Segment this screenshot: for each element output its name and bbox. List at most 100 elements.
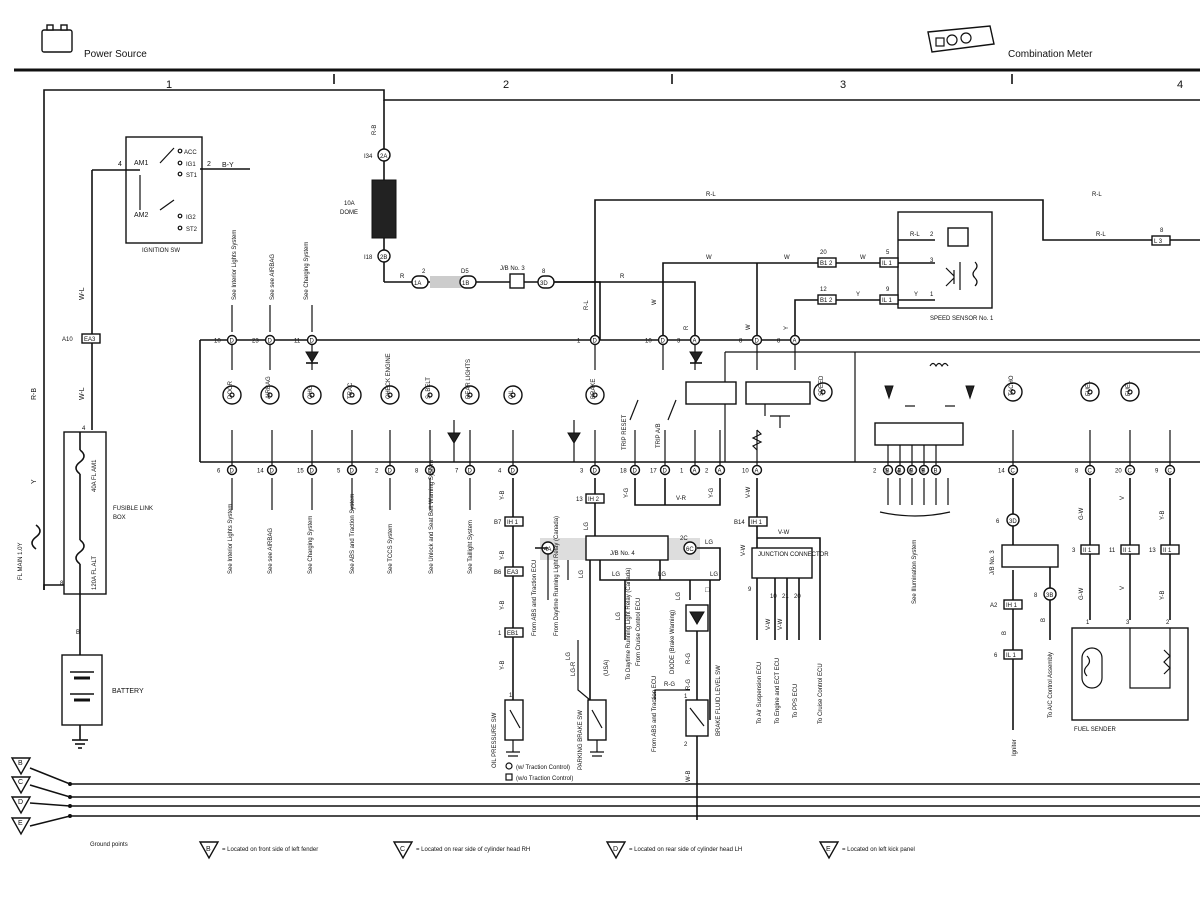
svg-text:8: 8 xyxy=(415,469,419,475)
svg-text:10: 10 xyxy=(645,339,652,345)
svg-text:W: W xyxy=(652,299,658,305)
svg-text:A: A xyxy=(793,339,797,345)
svg-text:IL 1: IL 1 xyxy=(882,261,892,267)
svg-text:= Located on rear side of cyli: = Located on rear side of cylinder head … xyxy=(416,847,530,853)
svg-text:C: C xyxy=(400,846,405,853)
svg-text:12: 12 xyxy=(820,287,827,293)
trip-reset-switch xyxy=(629,399,639,421)
svg-text:8: 8 xyxy=(739,339,743,345)
svg-text:B: B xyxy=(898,469,902,475)
svg-text:LG: LG xyxy=(710,572,718,578)
gauge-s-belt: S. BELT xyxy=(420,377,440,405)
svg-text:8: 8 xyxy=(1075,469,1079,475)
speed-sensor-label: SPEED SENSOR No. 1 xyxy=(930,316,994,322)
svg-text:R-L: R-L xyxy=(1096,232,1106,238)
svg-text:A: A xyxy=(718,469,722,475)
ground-points-label: Ground points xyxy=(90,842,128,848)
svg-text:Y: Y xyxy=(856,292,860,298)
svg-text:R-L: R-L xyxy=(1092,192,1102,198)
svg-text:40A FL AM1: 40A FL AM1 xyxy=(92,459,98,492)
svg-text:3D: 3D xyxy=(540,281,548,287)
svg-text:B1 2: B1 2 xyxy=(820,298,833,304)
meter-top-pin: D23 xyxy=(252,334,276,370)
svg-text:R-L: R-L xyxy=(910,232,920,238)
svg-text:J/B No. 3: J/B No. 3 xyxy=(500,266,525,272)
svg-text:V-R: V-R xyxy=(676,496,687,502)
svg-text:D: D xyxy=(468,469,473,475)
svg-text:ACC: ACC xyxy=(184,150,197,156)
svg-text:OIL PRESSURE SW: OIL PRESSURE SW xyxy=(492,712,498,768)
svg-text:10A: 10A xyxy=(344,201,355,207)
svg-text:W: W xyxy=(706,255,712,261)
svg-text:11: 11 xyxy=(294,339,301,345)
svg-text:DOME: DOME xyxy=(340,210,358,216)
svg-text:IH 1: IH 1 xyxy=(1006,603,1018,609)
svg-text:BRAKE FLUID LEVEL SW: BRAKE FLUID LEVEL SW xyxy=(716,665,722,736)
svg-text:From ABS and Traction ECU: From ABS and Traction ECU xyxy=(652,676,658,752)
svg-text:A10: A10 xyxy=(62,337,73,343)
svg-text:7: 7 xyxy=(455,469,459,475)
svg-text:See TCCS System: See TCCS System xyxy=(388,524,394,574)
svg-text:21: 21 xyxy=(782,594,789,600)
svg-text:Y-B: Y-B xyxy=(500,491,506,500)
battery xyxy=(61,654,103,749)
svg-text:11: 11 xyxy=(1109,548,1116,554)
svg-text:= Located on left kick panel: = Located on left kick panel xyxy=(842,847,915,853)
svg-text:13: 13 xyxy=(576,497,583,503)
svg-text:II 1: II 1 xyxy=(1123,548,1132,554)
trip-ab-switch xyxy=(667,399,677,421)
svg-text:Y-B: Y-B xyxy=(500,551,506,560)
svg-text:FUSIBLE LINK: FUSIBLE LINK xyxy=(113,506,153,512)
svg-text:R: R xyxy=(684,325,690,330)
tacho-ic xyxy=(874,422,964,446)
svg-text:B: B xyxy=(910,469,914,475)
ground-point-d: D xyxy=(10,796,72,815)
svg-text:10: 10 xyxy=(770,594,777,600)
svg-text:18: 18 xyxy=(620,469,627,475)
svg-text:TRIP A/B: TRIP A/B xyxy=(656,423,662,448)
lower-section: Y-B IH 1 B7 Y-B EA3 B6 Y-B EB1 1 Y-B 1 O… xyxy=(492,478,1189,820)
svg-text:IG2: IG2 xyxy=(186,215,196,221)
svg-text:9: 9 xyxy=(886,287,890,293)
meter-bottom-pin: B9 xyxy=(921,430,942,476)
svg-text:3: 3 xyxy=(677,339,681,345)
gauge-check-engine: CHECK ENGINE xyxy=(380,353,400,405)
svg-text:20: 20 xyxy=(1115,469,1122,475)
jb4 xyxy=(585,535,669,561)
svg-text:14: 14 xyxy=(257,469,264,475)
svg-text:4: 4 xyxy=(498,469,502,475)
bottom-refs: See Interior Lights System See see AIRBA… xyxy=(228,460,951,604)
svg-text:1: 1 xyxy=(577,339,581,345)
svg-text:See Illumination System: See Illumination System xyxy=(912,540,918,604)
svg-text:A: A xyxy=(755,469,759,475)
svg-text:6C: 6C xyxy=(686,547,694,553)
svg-text:A: A xyxy=(693,469,697,475)
svg-text:Y-B: Y-B xyxy=(500,661,506,670)
svg-text:6: 6 xyxy=(217,469,221,475)
svg-text:V-W: V-W xyxy=(778,618,784,630)
svg-text:LG: LG xyxy=(616,612,622,620)
svg-text:3: 3 xyxy=(930,258,934,264)
svg-text:D: D xyxy=(661,339,666,345)
fusible-link-box xyxy=(63,431,107,600)
battery-label: BATTERY xyxy=(112,688,144,695)
svg-text:JUNCTION CONNECTOR: JUNCTION CONNECTOR xyxy=(758,552,829,558)
svg-text:W: W xyxy=(746,324,752,330)
svg-text:B-Y: B-Y xyxy=(222,162,234,169)
svg-text:Y-G: Y-G xyxy=(709,488,715,498)
svg-text:9: 9 xyxy=(1155,469,1159,475)
svg-text:D5: D5 xyxy=(461,269,469,275)
svg-text:B6: B6 xyxy=(494,570,502,576)
svg-text:1: 1 xyxy=(498,631,502,637)
svg-text:2: 2 xyxy=(375,469,379,475)
svg-text:B: B xyxy=(76,630,80,636)
column-1: 1 xyxy=(166,79,172,91)
svg-text:R-L: R-L xyxy=(706,192,716,198)
svg-text:TRIP RESET: TRIP RESET xyxy=(622,414,628,450)
svg-text:LG: LG xyxy=(705,540,713,546)
svg-text:= Located on front side of lef: = Located on front side of left fender xyxy=(222,847,318,853)
svg-text:D: D xyxy=(633,469,638,475)
svg-text:9: 9 xyxy=(921,469,925,475)
combination-meter-title: Combination Meter xyxy=(1008,49,1093,60)
svg-text:(USA): (USA) xyxy=(604,660,610,676)
